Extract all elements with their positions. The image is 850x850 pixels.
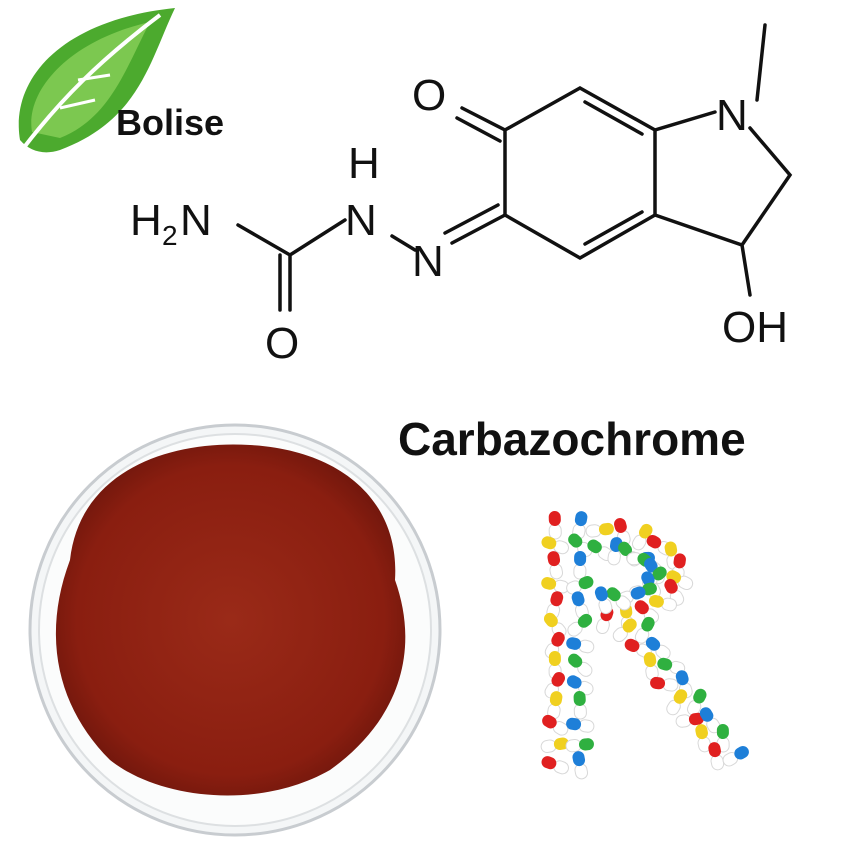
capsule-icon — [643, 652, 659, 681]
capsule-icon — [585, 522, 614, 538]
capsule-icon — [708, 742, 725, 771]
capsule-icon — [573, 691, 587, 720]
capsule-icon — [573, 551, 587, 580]
atom-n-imine: N — [412, 237, 444, 286]
capsule-icon — [606, 587, 631, 611]
green-leaf-icon — [18, 8, 175, 153]
atom-n-hydrazone: N — [345, 196, 377, 245]
capsule-icon — [666, 689, 688, 716]
atom-oh: OH — [722, 303, 788, 352]
capsule-icon — [631, 523, 653, 551]
capsule-icon — [645, 636, 671, 660]
capsule-icon — [566, 637, 595, 654]
atom-nh2-h: H — [130, 196, 162, 245]
atom-h-hydrazone: H — [348, 139, 380, 188]
atom-nh2-sub: 2 — [162, 220, 178, 251]
capsule-icon — [634, 616, 655, 644]
capsule-icon — [699, 707, 721, 734]
chemical-structure — [236, 23, 793, 312]
capsule-icon — [594, 586, 613, 615]
capsule-icon — [547, 551, 564, 580]
powder-dish-image — [28, 423, 442, 837]
atom-o-ketone: O — [412, 71, 446, 120]
atom-nh2-n: N — [180, 196, 212, 245]
atom-n-methyl: N — [716, 91, 748, 140]
capsule-icon — [568, 653, 593, 677]
atom-o-amide: O — [265, 319, 299, 368]
capsule-icon — [572, 751, 589, 780]
capsule-icon — [542, 714, 569, 736]
capsule-icon — [548, 511, 562, 540]
capsule-icon — [675, 712, 704, 728]
capsule-icon — [541, 756, 569, 775]
capsule-icon — [722, 746, 749, 767]
product-name: Carbazochrome — [398, 413, 746, 465]
capsule-icon — [567, 613, 593, 637]
capsule-icon — [566, 576, 594, 595]
capsule-letter-r-image — [540, 511, 749, 780]
capsule-icon — [565, 738, 594, 753]
capsule-icon — [566, 717, 595, 733]
capsule-icon — [695, 724, 712, 753]
capsule-icon — [566, 675, 594, 696]
capsule-icon — [541, 536, 570, 555]
capsule-icon — [540, 737, 569, 754]
brand-name: Bolise — [116, 102, 224, 143]
capsule-icon — [547, 691, 563, 720]
capsule-icon — [648, 594, 678, 612]
capsule-icon — [686, 688, 707, 716]
capsule-icon — [541, 577, 570, 594]
capsule-icon — [612, 618, 637, 643]
capsule-icon — [650, 676, 679, 692]
